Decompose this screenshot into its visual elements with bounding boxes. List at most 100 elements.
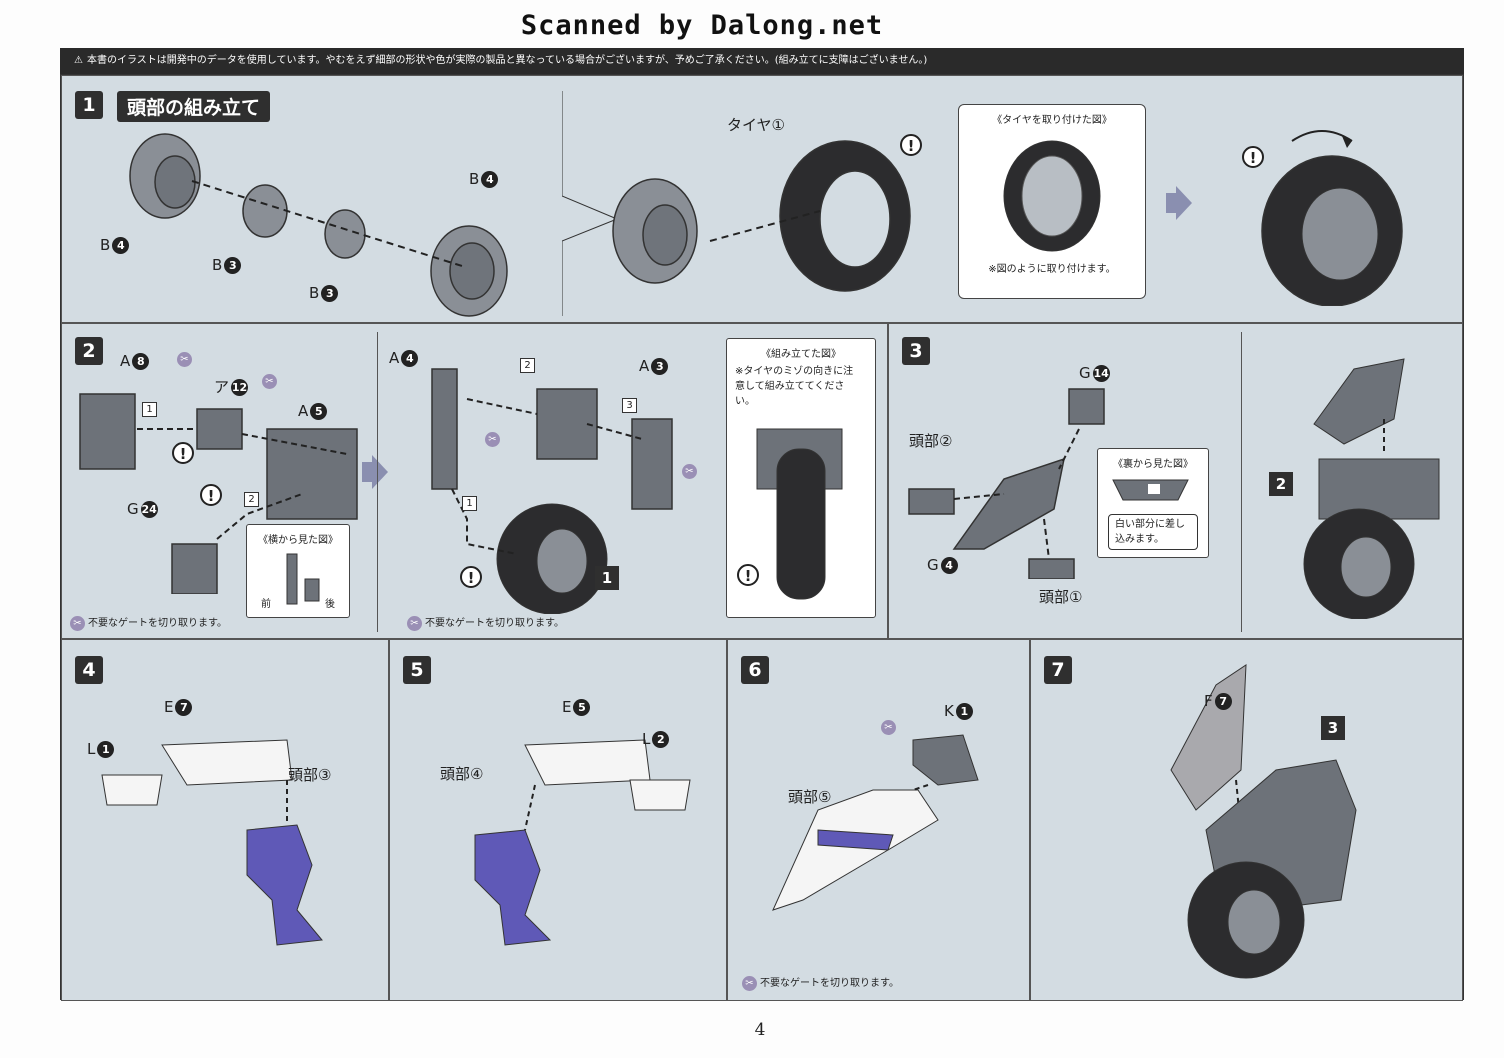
warning-icon: ⚠ <box>74 55 83 66</box>
gate-note-3: ✂不要なゲートを切り取ります。 <box>742 974 899 991</box>
label-front: 前 <box>261 599 271 610</box>
part-g24 <box>171 543 218 594</box>
assembled-view-diagram <box>756 428 843 600</box>
step5-number: 5 <box>403 656 431 684</box>
side-view-diagram <box>286 553 320 605</box>
step5-illustration <box>474 739 691 946</box>
side-view-callout: 《横から見た図》 前 後 <box>246 524 350 618</box>
gate-icon-e: ✂ <box>881 720 896 735</box>
part-a5 <box>266 428 358 520</box>
gate-icon-b: ✂ <box>262 374 277 389</box>
tire-mounted-view <box>1003 140 1101 252</box>
tire-mounted-callout: 《タイヤを取り付けた図》 ※図のように取り付けます。 <box>958 104 1146 299</box>
callout-title: 《タイヤを取り付けた図》 <box>992 115 1112 126</box>
next-arrow <box>1176 186 1192 220</box>
step2-number: 2 <box>75 337 103 365</box>
part-f7 <box>1170 664 1247 811</box>
part-head1 <box>1028 558 1075 579</box>
label-head3: 頭部③ <box>288 766 332 784</box>
part-a12 <box>196 408 243 450</box>
step3-result-illustration <box>1303 358 1440 619</box>
step2-middle-illustration <box>431 368 673 614</box>
step3-divider <box>1241 332 1242 632</box>
step1-tire-illustration <box>612 140 911 292</box>
part-head3 <box>246 824 323 946</box>
step1-left-illustration <box>129 133 508 317</box>
step7-illustration <box>1170 664 1357 979</box>
step2-left-illustration <box>79 393 358 594</box>
caution-icon-c: ! <box>460 566 482 588</box>
label-head1: 頭部① <box>1039 588 1083 606</box>
seq-2b: 2 <box>520 358 535 373</box>
part-l2 <box>629 779 691 811</box>
step2-divider <box>377 332 378 632</box>
warning-text: 本書のイラストは開発中のデータを使用しています。やむをえず細部の形状や色が実際の… <box>86 55 928 66</box>
hub-b3-a <box>242 184 288 238</box>
caution-icon-a: ! <box>172 442 194 464</box>
step-ref-2: 2 <box>1269 472 1293 496</box>
step7-number: 7 <box>1044 656 1072 684</box>
part-head2 <box>908 488 955 515</box>
gate-icon-c: ✂ <box>485 432 500 447</box>
label-head5: 頭部⑤ <box>788 788 832 806</box>
step1-number: 1 <box>75 91 103 119</box>
back-view-note: 白い部分に差し込みます。 <box>1108 514 1198 550</box>
gate-icon-d: ✂ <box>682 464 697 479</box>
seq-1: 1 <box>142 402 157 417</box>
part-e7 <box>161 739 293 786</box>
part-g14 <box>1068 388 1105 425</box>
step3-number: 3 <box>902 337 930 365</box>
label-head4: 頭部④ <box>440 765 484 783</box>
part-a3 <box>631 418 673 510</box>
part-a4 <box>431 368 458 490</box>
next-arrow-stem <box>1166 193 1176 213</box>
step6-illustration <box>772 734 979 911</box>
assembled-view-callout: 《組み立てた図》 ※タイヤのミゾの向きに注意して組み立ててください。 ! <box>726 338 876 618</box>
label-tire: タイヤ① <box>727 116 785 134</box>
step4-number: 4 <box>75 656 103 684</box>
step1-title: 頭部の組み立て <box>117 91 271 122</box>
page-number: 4 <box>754 1020 766 1040</box>
caution-icon-result: ! <box>1242 146 1264 168</box>
step1-result-illustration <box>1261 130 1403 306</box>
assembled-note: ※タイヤのミゾの向きに注意して組み立ててください。 <box>735 366 854 407</box>
hub-b3-b <box>324 209 366 259</box>
part-k1 <box>912 734 979 786</box>
back-view-title: 《裏から見た図》 <box>1113 459 1193 470</box>
seq-1b: 1 <box>462 496 477 511</box>
part-head5 <box>772 789 939 911</box>
step4-illustration <box>101 739 323 946</box>
part-l1 <box>101 774 163 806</box>
part-a8 <box>79 393 136 470</box>
seq-3: 3 <box>622 398 637 413</box>
scan-watermark: Scanned by Dalong.net <box>520 10 884 41</box>
caution-icon-b: ! <box>200 484 222 506</box>
label-back: 後 <box>325 599 335 610</box>
back-view-callout: 《裏から見た図》 白い部分に差し込みます。 <box>1097 448 1209 558</box>
step-ref-1: 1 <box>595 566 619 590</box>
gate-icon-a: ✂ <box>177 352 192 367</box>
